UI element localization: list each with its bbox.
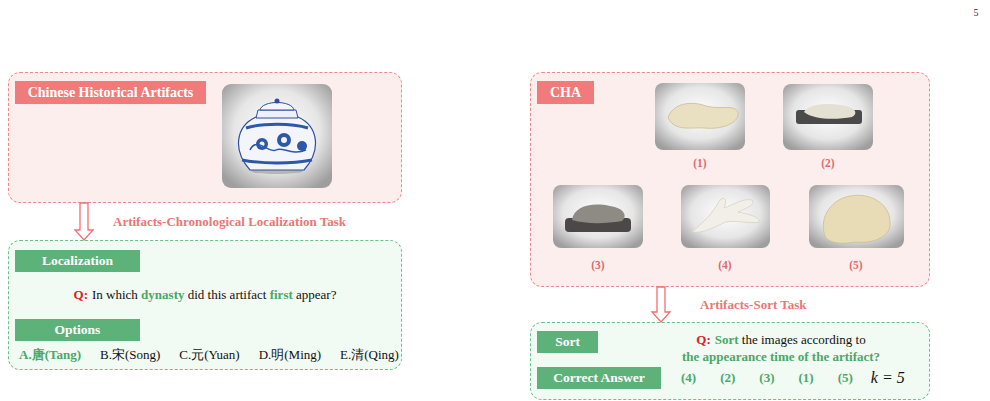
text-segment: did this artifact bbox=[184, 287, 269, 302]
text-segment: dynasty bbox=[141, 287, 184, 302]
node-text: Correct Answer bbox=[553, 370, 645, 386]
text-segment: Sort bbox=[715, 332, 739, 347]
node-text: (5) bbox=[838, 370, 853, 386]
task-label: Artifacts-Sort Task bbox=[700, 297, 807, 313]
text-group: Options bbox=[15, 319, 140, 341]
callout-number: (1) bbox=[693, 157, 706, 169]
node-text: E.清(Qing) bbox=[340, 346, 399, 364]
node-text: k = 5 bbox=[871, 369, 905, 387]
tag-box: Localization bbox=[15, 250, 140, 272]
text-group: Chinese Historical Artifacts bbox=[15, 81, 206, 104]
text-group: Localization bbox=[15, 250, 140, 272]
page-number: 5 bbox=[974, 7, 979, 18]
text-segment: the appearance time of the artifact? bbox=[631, 348, 931, 365]
text-segment: first bbox=[270, 287, 293, 302]
text-group: Q: In which dynasty did this artifact fir… bbox=[9, 286, 401, 303]
task-label: Artifacts-Chronological Localization Tas… bbox=[113, 214, 346, 230]
flow-arrow bbox=[75, 203, 93, 240]
artifact-panel: Chinese Historical Artifacts bbox=[8, 72, 402, 203]
question-box: Q: In which dynasty did this artifact fir… bbox=[8, 240, 402, 370]
node-text: (1) bbox=[799, 370, 814, 386]
flow-arrow bbox=[652, 287, 670, 322]
node-text: CHA bbox=[550, 85, 581, 101]
text-segment: the images according to bbox=[739, 332, 866, 347]
node-text: (3) bbox=[759, 370, 774, 386]
node-text: Chinese Historical Artifacts bbox=[28, 85, 194, 101]
tag-box: Options bbox=[15, 319, 140, 341]
node-text: (4) bbox=[681, 370, 696, 386]
callout-number: (5) bbox=[849, 259, 862, 271]
node-text: C.元(Yuan) bbox=[179, 346, 239, 364]
node-text: B.宋(Song) bbox=[100, 346, 160, 364]
question-box: Q:Sort the images according to the appea… bbox=[530, 322, 930, 400]
callout-number: (3) bbox=[591, 259, 604, 271]
callout-number: (2) bbox=[821, 157, 834, 169]
text-group: Sort bbox=[537, 331, 598, 353]
node-text: Q: bbox=[74, 287, 88, 302]
node-text: (2) bbox=[720, 370, 735, 386]
text-group: Q:Sort the images according to the appea… bbox=[631, 331, 931, 365]
text-group: Correct Answer bbox=[537, 367, 661, 389]
node-text: Q: bbox=[696, 332, 710, 347]
node-text: Localization bbox=[42, 253, 113, 269]
node-text: Sort bbox=[555, 334, 580, 350]
node-text: Sort the images according to the appeara… bbox=[631, 332, 931, 365]
tag-box: Sort bbox=[537, 331, 598, 353]
text-group: A.唐(Tang) B.宋(Song) C.元(Yuan) D.明(Ming) E.清(… bbox=[19, 346, 399, 364]
text-group: CHA bbox=[537, 81, 594, 104]
node-text: Options bbox=[55, 322, 101, 338]
text-group: (4) (2) (3) (1) (5) k = 5 bbox=[681, 367, 905, 389]
artifact-panel: CHA bbox=[530, 72, 930, 287]
node-text: In which dynasty did this artifact first… bbox=[92, 287, 336, 302]
node-text: A.唐(Tang) bbox=[19, 346, 81, 364]
tag-box: Correct Answer bbox=[537, 367, 661, 389]
text-segment: appear? bbox=[293, 287, 337, 302]
callout-number: (4) bbox=[718, 259, 731, 271]
node-text: D.明(Ming) bbox=[259, 346, 321, 364]
text-segment: In which bbox=[92, 287, 141, 302]
